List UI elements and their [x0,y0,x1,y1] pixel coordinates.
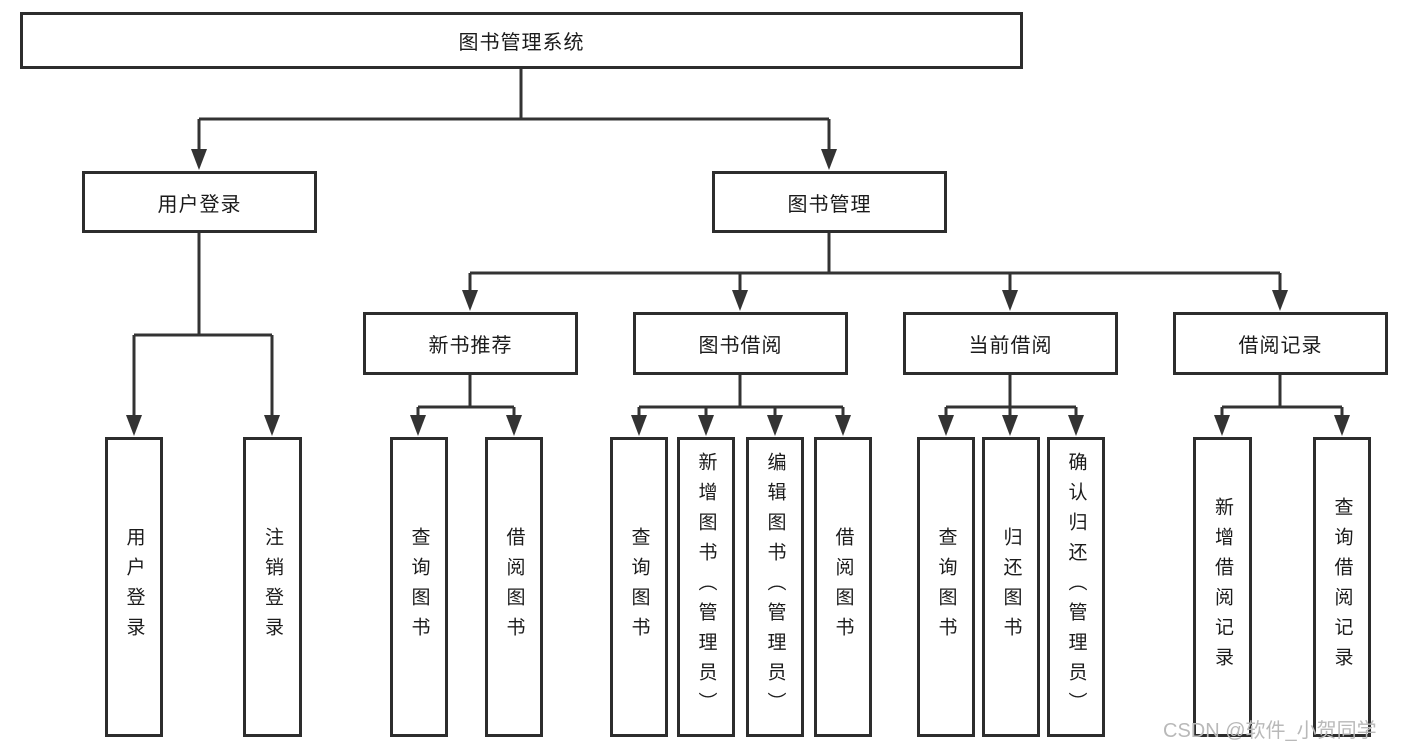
node-label: 当前借阅 [968,335,1053,357]
arrowheads [126,149,1350,436]
node-library-management-system: 图书管理系统 [20,12,1023,69]
node-user-login: 用户登录 [82,171,317,233]
leaf-logout: 注销登录 [243,437,302,737]
node-label: 注销登录 [262,527,283,647]
node-label: 图书借阅 [698,335,783,357]
leaf-user-login: 用户登录 [105,437,163,737]
node-label: 借阅图书 [503,527,525,647]
leaf-edit-book-admin: 编辑图书（管理员） [746,437,804,737]
leaf-borrow-books-recommend: 借阅图书 [485,437,543,737]
node-label: 新增图书（管理员） [695,452,717,722]
node-label: 用户登录 [157,193,242,216]
leaf-query-borrow-record: 查询借阅记录 [1313,437,1371,737]
node-label: 查询图书 [628,527,650,647]
node-label: 确认归还（管理员） [1065,452,1087,722]
leaf-query-books-borrowing: 查询图书 [610,437,668,737]
node-label: 查询图书 [408,527,430,647]
leaf-borrow-books-borrowing: 借阅图书 [814,437,872,737]
node-label: 借阅图书 [832,527,854,647]
leaf-query-books-current: 查询图书 [917,437,975,737]
node-label: 图书管理系统 [458,32,585,54]
node-label: 查询图书 [935,527,957,647]
node-label: 借阅记录 [1238,335,1323,357]
node-label: 用户登录 [123,527,145,647]
node-borrowing-records: 借阅记录 [1173,312,1388,375]
node-label: 新书推荐 [428,335,513,357]
node-book-management: 图书管理 [712,171,947,233]
node-book-borrowing: 图书借阅 [633,312,848,375]
csdn-watermark: CSDN @软件_小贺同学 [1163,720,1377,742]
node-label: 归还图书 [1000,527,1022,647]
leaf-add-borrow-record: 新增借阅记录 [1193,437,1252,737]
leaf-return-book: 归还图书 [982,437,1040,737]
node-current-borrowing: 当前借阅 [903,312,1118,375]
node-label: 编辑图书（管理员） [764,452,786,722]
leaf-query-books-recommend: 查询图书 [390,437,448,737]
node-label: 图书管理 [787,193,872,216]
node-label: 查询借阅记录 [1331,497,1353,677]
node-new-book-recommendation: 新书推荐 [363,312,578,375]
leaf-confirm-return-admin: 确认归还（管理员） [1047,437,1105,737]
leaf-add-book-admin: 新增图书（管理员） [677,437,735,737]
node-label: 新增借阅记录 [1212,497,1233,677]
